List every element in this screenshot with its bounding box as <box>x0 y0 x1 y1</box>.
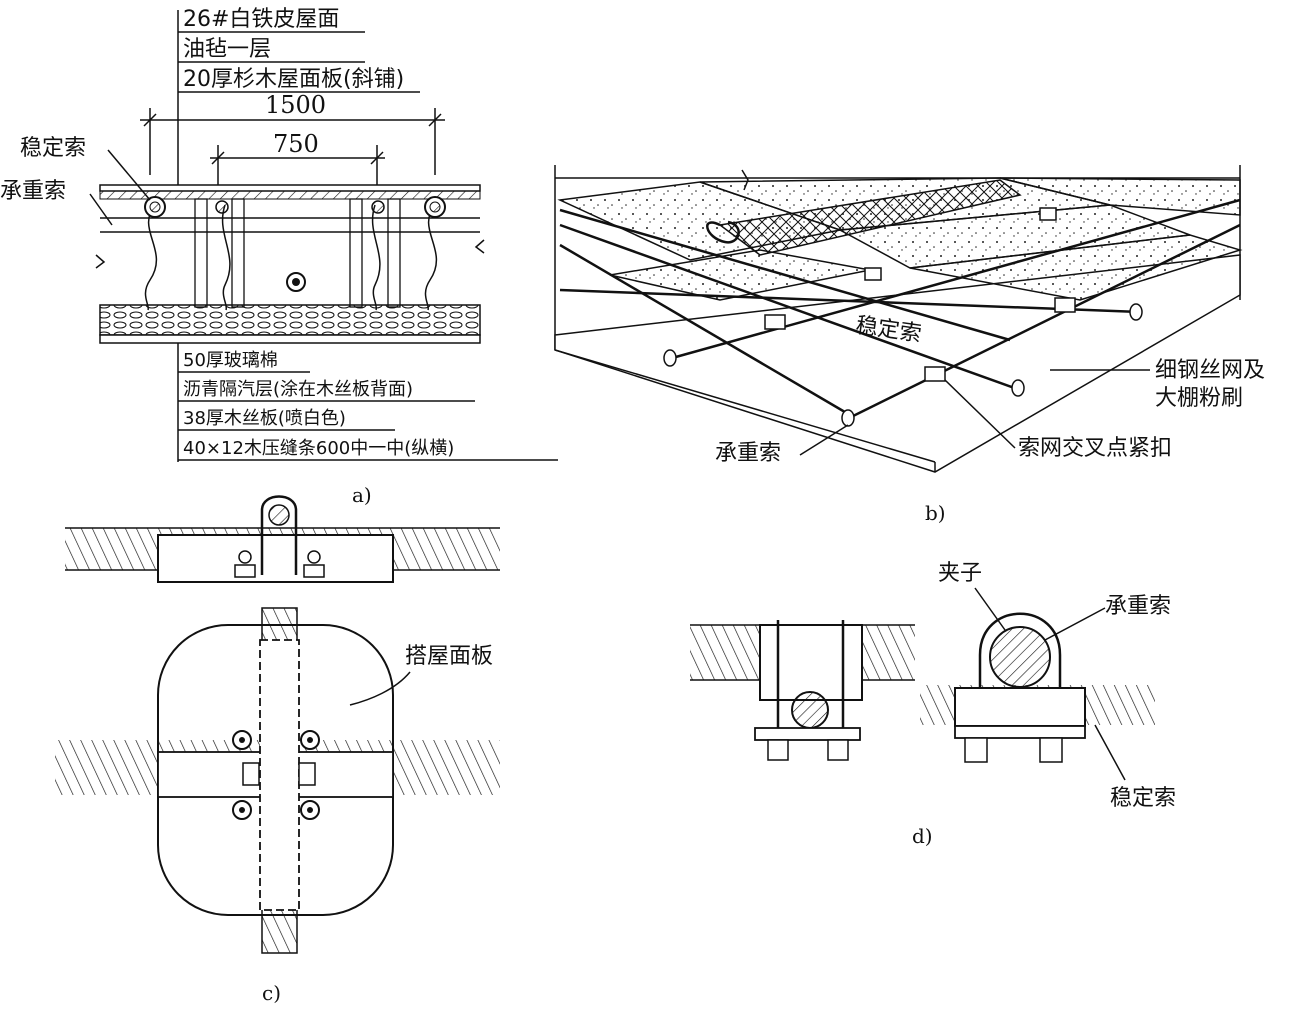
bearing-cables-b <box>559 208 1021 417</box>
wire-mesh <box>718 179 1022 256</box>
layer-top-3: 20厚杉木屋面板(斜铺) <box>183 67 404 92</box>
stabilizing-cables-b <box>559 198 1241 422</box>
clamp-b3 <box>1054 297 1076 313</box>
caption-c: c) <box>262 981 281 1005</box>
label-bearing-d: 承重索 <box>1105 594 1171 619</box>
caption-b: b) <box>925 501 946 525</box>
layer-bottom-2: 沥青隔汽层(涂在木丝板背面) <box>183 379 413 400</box>
label-bearing-b: 承重索 <box>715 441 781 466</box>
clamp-plate-elevation <box>157 534 394 583</box>
bolts-c <box>232 730 320 820</box>
label-stabilizing-a: 稳定索 <box>20 136 86 161</box>
label-stabilizing-d: 稳定索 <box>1110 786 1176 811</box>
bearing-cable-d <box>989 626 1051 688</box>
layer-bottom-1: 50厚玻璃棉 <box>183 350 278 371</box>
clamp-b2 <box>924 366 946 382</box>
caption-d: d) <box>912 824 933 848</box>
label-clamp-b: 索网交叉点紧扣 <box>1018 436 1172 461</box>
clamp-b1 <box>764 314 786 330</box>
panel-d: 夹子 承重索 稳定索 d) <box>690 561 1176 848</box>
dim-1500: 1500 <box>265 91 326 119</box>
glass-wool <box>99 304 481 336</box>
panel-b: 稳定索 细钢丝网及 大棚粉刷 承重索 索网交叉点紧扣 b) <box>554 165 1265 525</box>
roof-sheet <box>99 184 481 192</box>
label-bearing-a: 承重索 <box>0 179 66 204</box>
dim-750: 750 <box>273 130 319 158</box>
panel-a: 26#白铁皮屋面 油毡一层 20厚杉木屋面板(斜铺) 1500 750 <box>0 7 558 507</box>
layer-bottom-3: 38厚木丝板(喷白色) <box>183 408 346 429</box>
caption-a: a) <box>352 483 372 507</box>
layer-top-1: 26#白铁皮屋面 <box>183 7 339 32</box>
layer-bottom-4: 40×12木压缝条600中一中(纵横) <box>183 438 454 459</box>
label-mesh-2: 大棚粉刷 <box>1155 386 1243 411</box>
clip-d <box>978 612 1062 720</box>
label-clip-d: 夹子 <box>938 561 982 586</box>
layer-top-2: 油毡一层 <box>183 37 271 62</box>
label-panel-c: 搭屋面板 <box>405 644 493 669</box>
panel-c: 搭屋面板 c) <box>55 495 500 1005</box>
label-mesh-1: 细钢丝网及 <box>1155 358 1265 383</box>
